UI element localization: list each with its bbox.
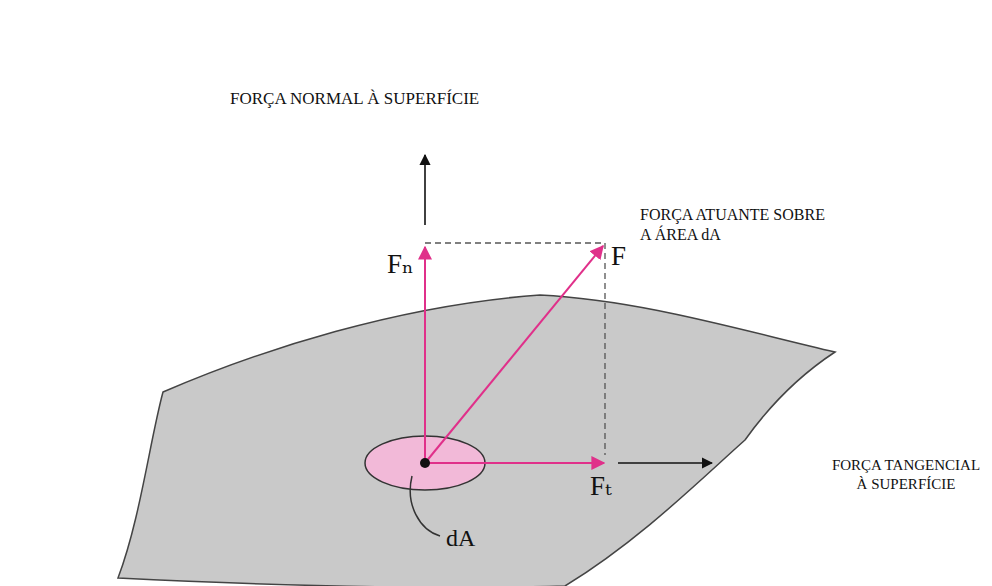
application-point <box>420 458 430 468</box>
tangential-force-label: FORÇA TANGENCIAL À SUPERFÍCIE <box>826 456 986 494</box>
tangential-force-vector <box>425 462 604 464</box>
force-vector <box>425 246 603 463</box>
normal-force-label: FORÇA NORMAL À SUPERFÍCIE <box>230 88 550 109</box>
area-leader <box>410 476 440 536</box>
normal-direction-arrow <box>424 155 426 225</box>
vector-symbol: Fₜ <box>590 470 630 504</box>
tangential-direction-arrow <box>618 462 712 464</box>
normal-force-vector <box>424 247 426 463</box>
surface <box>118 295 835 586</box>
applied-force-label: FORÇA ATUANTE SOBRE A ÁREA dA <box>640 205 830 245</box>
vector-symbol: Fₙ <box>387 248 427 282</box>
vector-symbol: F <box>611 240 641 274</box>
area-symbol: dA <box>446 523 496 553</box>
dashed-guide <box>425 242 605 243</box>
dashed-guide <box>604 243 605 455</box>
